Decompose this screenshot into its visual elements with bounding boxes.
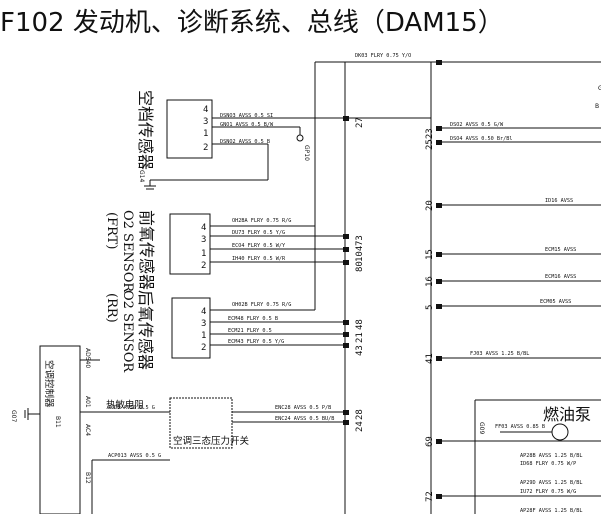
pin-num: 3 xyxy=(203,117,208,127)
wire-label: ECM15 AVSS xyxy=(545,247,576,253)
wire-label: ECM16 AVSS xyxy=(545,274,576,280)
wire-label: ID68 FLRY 0.75 W/P xyxy=(520,461,576,467)
wire-label: DSNO3 AVSS 0.5 SI xyxy=(220,113,273,119)
wire-label: DU73 FLRY 0.5 Y/G xyxy=(232,230,285,236)
wire-label: ENC24 AVSS 0.5 BU/B xyxy=(275,416,334,422)
component-front-o2-cn: 前氧传感器 xyxy=(137,210,156,290)
wire-label: OH02B FLRY 0.75 R/G xyxy=(232,302,291,308)
pin-5: 5 xyxy=(425,305,435,310)
component-ac-controller: 空调控制器 xyxy=(43,360,55,408)
pin-43: 43 xyxy=(355,345,365,356)
wire-label: ID16 AVSS xyxy=(545,198,573,204)
ac-pin-label: AC4 xyxy=(84,424,91,436)
component-pressure-switch: 空调三态压力开关 xyxy=(173,435,250,447)
pin-27: 27 xyxy=(355,117,365,128)
wire-label: ECM05 AVSS xyxy=(540,299,571,305)
pin-num: 2 xyxy=(201,261,206,271)
wire-label: ECM21 FLRY 0.5 xyxy=(228,328,272,334)
wire-label: FF03 AVSS 0.85 B xyxy=(495,424,545,430)
pin-num: 3 xyxy=(201,235,206,245)
pin-73: 73 xyxy=(355,235,365,246)
pin-num: 1 xyxy=(203,129,208,139)
component-rear-o2-tag: (RR) xyxy=(104,293,119,323)
pin-num: 2 xyxy=(203,143,208,153)
wire-label: AP29D AVSS 1.25 B/BL xyxy=(520,480,582,486)
wire-label: FJ03 AVSS 1.25 B/BL xyxy=(470,351,529,357)
side-label: B xyxy=(595,103,599,110)
component-front-o2-en: O2 SENSOR xyxy=(120,210,135,293)
wire-label: ACP013 AVSS 0.5 G xyxy=(108,453,161,459)
page-title: F102 发动机、诊断系统、总线（DAM15） xyxy=(0,8,504,38)
wire-label: IH40 FLRY 0.5 W/R xyxy=(232,256,286,262)
wire-label: DSNO2 AVSS 0.5 B xyxy=(220,139,270,145)
wire-label-top: DK03 FLRY 0.75 Y/O xyxy=(355,53,411,59)
ac-pin-label: A01 xyxy=(84,396,91,408)
wire-label: ECO4 FLRY 0.5 W/Y xyxy=(232,243,286,249)
pin-num: 2 xyxy=(201,343,206,353)
wire-label: DSO2 AVSS 0.5 G/W xyxy=(450,122,504,128)
pin-num: 4 xyxy=(203,105,208,115)
component-thermistor: 热敏电阻 xyxy=(106,399,145,411)
pin-69: 69 xyxy=(425,436,435,447)
pin-num: 1 xyxy=(201,331,206,341)
ac-pin-label: AD540 xyxy=(84,348,91,368)
pin-num: 1 xyxy=(201,249,206,259)
wire-label: OH2BA FLRY 0.75 R/G xyxy=(232,218,291,224)
wire-label: A0DD AVSS 0.5 G xyxy=(108,405,155,411)
component-ac-sensor: 空档传感器 xyxy=(136,90,155,170)
ground-label: G14 xyxy=(138,170,145,182)
pin-21: 21 xyxy=(355,332,365,343)
pin-80: 80 xyxy=(355,261,365,272)
ac-pin-label: B12 xyxy=(84,472,91,484)
component-rear-o2-en: O2 SENSOR xyxy=(120,290,135,373)
wire-label: ECM43 FLRY 0.5 Y/G xyxy=(228,339,284,345)
pin-72: 72 xyxy=(425,491,435,502)
pin-28: 28 xyxy=(355,409,365,420)
ground-label: G07 xyxy=(10,410,17,422)
pin-24: 24 xyxy=(355,421,365,432)
ac-pin-label: B11 xyxy=(54,416,61,428)
pin-48: 48 xyxy=(355,319,365,330)
wire-label: AP28F AVSS 1.25 B/BL xyxy=(520,508,582,514)
wire-label: GNO1 AVSS 0.5 B/W xyxy=(220,122,274,128)
ground-label: G09 xyxy=(478,422,485,434)
pin-2523: 2523 xyxy=(425,128,435,150)
component-fuel-pump: 燃油泵 xyxy=(543,405,591,424)
component-front-o2-tag: (FRT) xyxy=(104,212,119,249)
wire-label: IU72 FLRY 0.75 W/G xyxy=(520,489,576,495)
pin-104: 104 xyxy=(355,246,365,262)
component-rear-o2-cn: 后氧传感器 xyxy=(136,290,155,370)
pin-num: 4 xyxy=(201,223,206,233)
side-label: G xyxy=(598,85,601,92)
pin-20: 20 xyxy=(425,200,435,211)
pin-15: 15 xyxy=(425,249,435,260)
pin-num: 4 xyxy=(201,307,206,317)
pin-16: 16 xyxy=(425,276,435,287)
ground-point-label: GP10 xyxy=(303,145,310,161)
pin-num: 3 xyxy=(201,319,206,329)
pin-41: 41 xyxy=(425,353,435,364)
wire-label: DSO4 AVSS 0.50 Br/Bl xyxy=(450,136,512,142)
wire-label: ECM48 FLRY 0.5 B xyxy=(228,316,278,322)
wire-label: AP28B AVSS 1.25 B/BL xyxy=(520,453,582,459)
wire-label: ENC28 AVSS 0.5 P/B xyxy=(275,405,331,411)
